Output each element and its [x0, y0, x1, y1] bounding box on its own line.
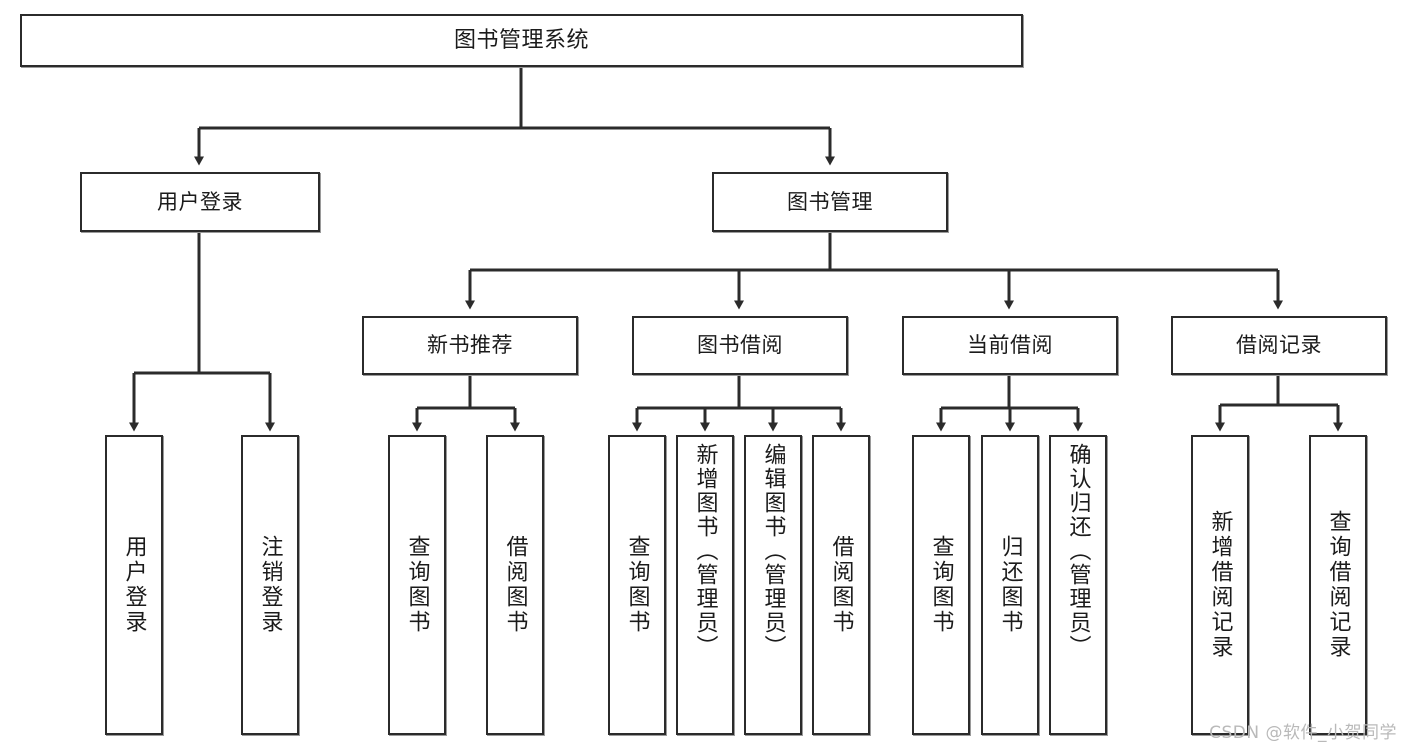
csdn-watermark: CSDN @软件_小贺同学	[1209, 723, 1397, 743]
leaf-return-book[interactable]: 归还图书	[981, 435, 1039, 735]
node-label: 用户登录	[121, 535, 147, 635]
node-root-system[interactable]: 图书管理系统	[20, 14, 1023, 67]
leaf-user-login[interactable]: 用户登录	[105, 435, 163, 735]
leaf-borrow-book-1[interactable]: 借阅图书	[486, 435, 544, 735]
node-label: 借阅图书	[828, 535, 854, 635]
node-borrow-record[interactable]: 借阅记录	[1171, 316, 1387, 375]
leaf-borrow-book-2[interactable]: 借阅图书	[812, 435, 870, 735]
node-label: 图书管理	[787, 189, 873, 214]
node-user-login[interactable]: 用户登录	[80, 172, 320, 232]
leaf-query-book-1[interactable]: 查询图书	[388, 435, 446, 735]
node-book-borrow[interactable]: 图书借阅	[632, 316, 848, 375]
node-label: 查询借阅记录	[1325, 510, 1351, 660]
leaf-confirm-return[interactable]: 确认归还（管理员）	[1049, 435, 1107, 735]
leaf-add-record[interactable]: 新增借阅记录	[1191, 435, 1249, 735]
node-label: 编辑图书（管理员）	[760, 443, 786, 659]
leaf-query-book-3[interactable]: 查询图书	[912, 435, 970, 735]
leaf-query-record[interactable]: 查询借阅记录	[1309, 435, 1367, 735]
node-label: 当前借阅	[967, 333, 1053, 358]
leaf-logout-login[interactable]: 注销登录	[241, 435, 299, 735]
node-label: 新书推荐	[427, 333, 513, 358]
node-label: 用户登录	[157, 189, 243, 214]
node-new-book-recommend[interactable]: 新书推荐	[362, 316, 578, 375]
node-book-manage[interactable]: 图书管理	[712, 172, 948, 232]
node-label: 借阅图书	[502, 535, 528, 635]
node-label: 图书管理系统	[453, 27, 589, 53]
node-label: 归还图书	[997, 535, 1023, 635]
leaf-add-book[interactable]: 新增图书（管理员）	[676, 435, 734, 735]
node-label: 图书借阅	[697, 333, 783, 358]
leaf-edit-book[interactable]: 编辑图书（管理员）	[744, 435, 802, 735]
node-label: 注销登录	[257, 535, 283, 635]
node-label: 查询图书	[928, 535, 954, 635]
node-label: 新增借阅记录	[1207, 510, 1233, 660]
node-label: 确认归还（管理员）	[1065, 443, 1091, 659]
node-label: 查询图书	[404, 535, 430, 635]
node-label: 查询图书	[624, 535, 650, 635]
leaf-query-book-2[interactable]: 查询图书	[608, 435, 666, 735]
node-label: 新增图书（管理员）	[692, 443, 718, 659]
node-current-borrow[interactable]: 当前借阅	[902, 316, 1118, 375]
node-label: 借阅记录	[1236, 333, 1322, 358]
